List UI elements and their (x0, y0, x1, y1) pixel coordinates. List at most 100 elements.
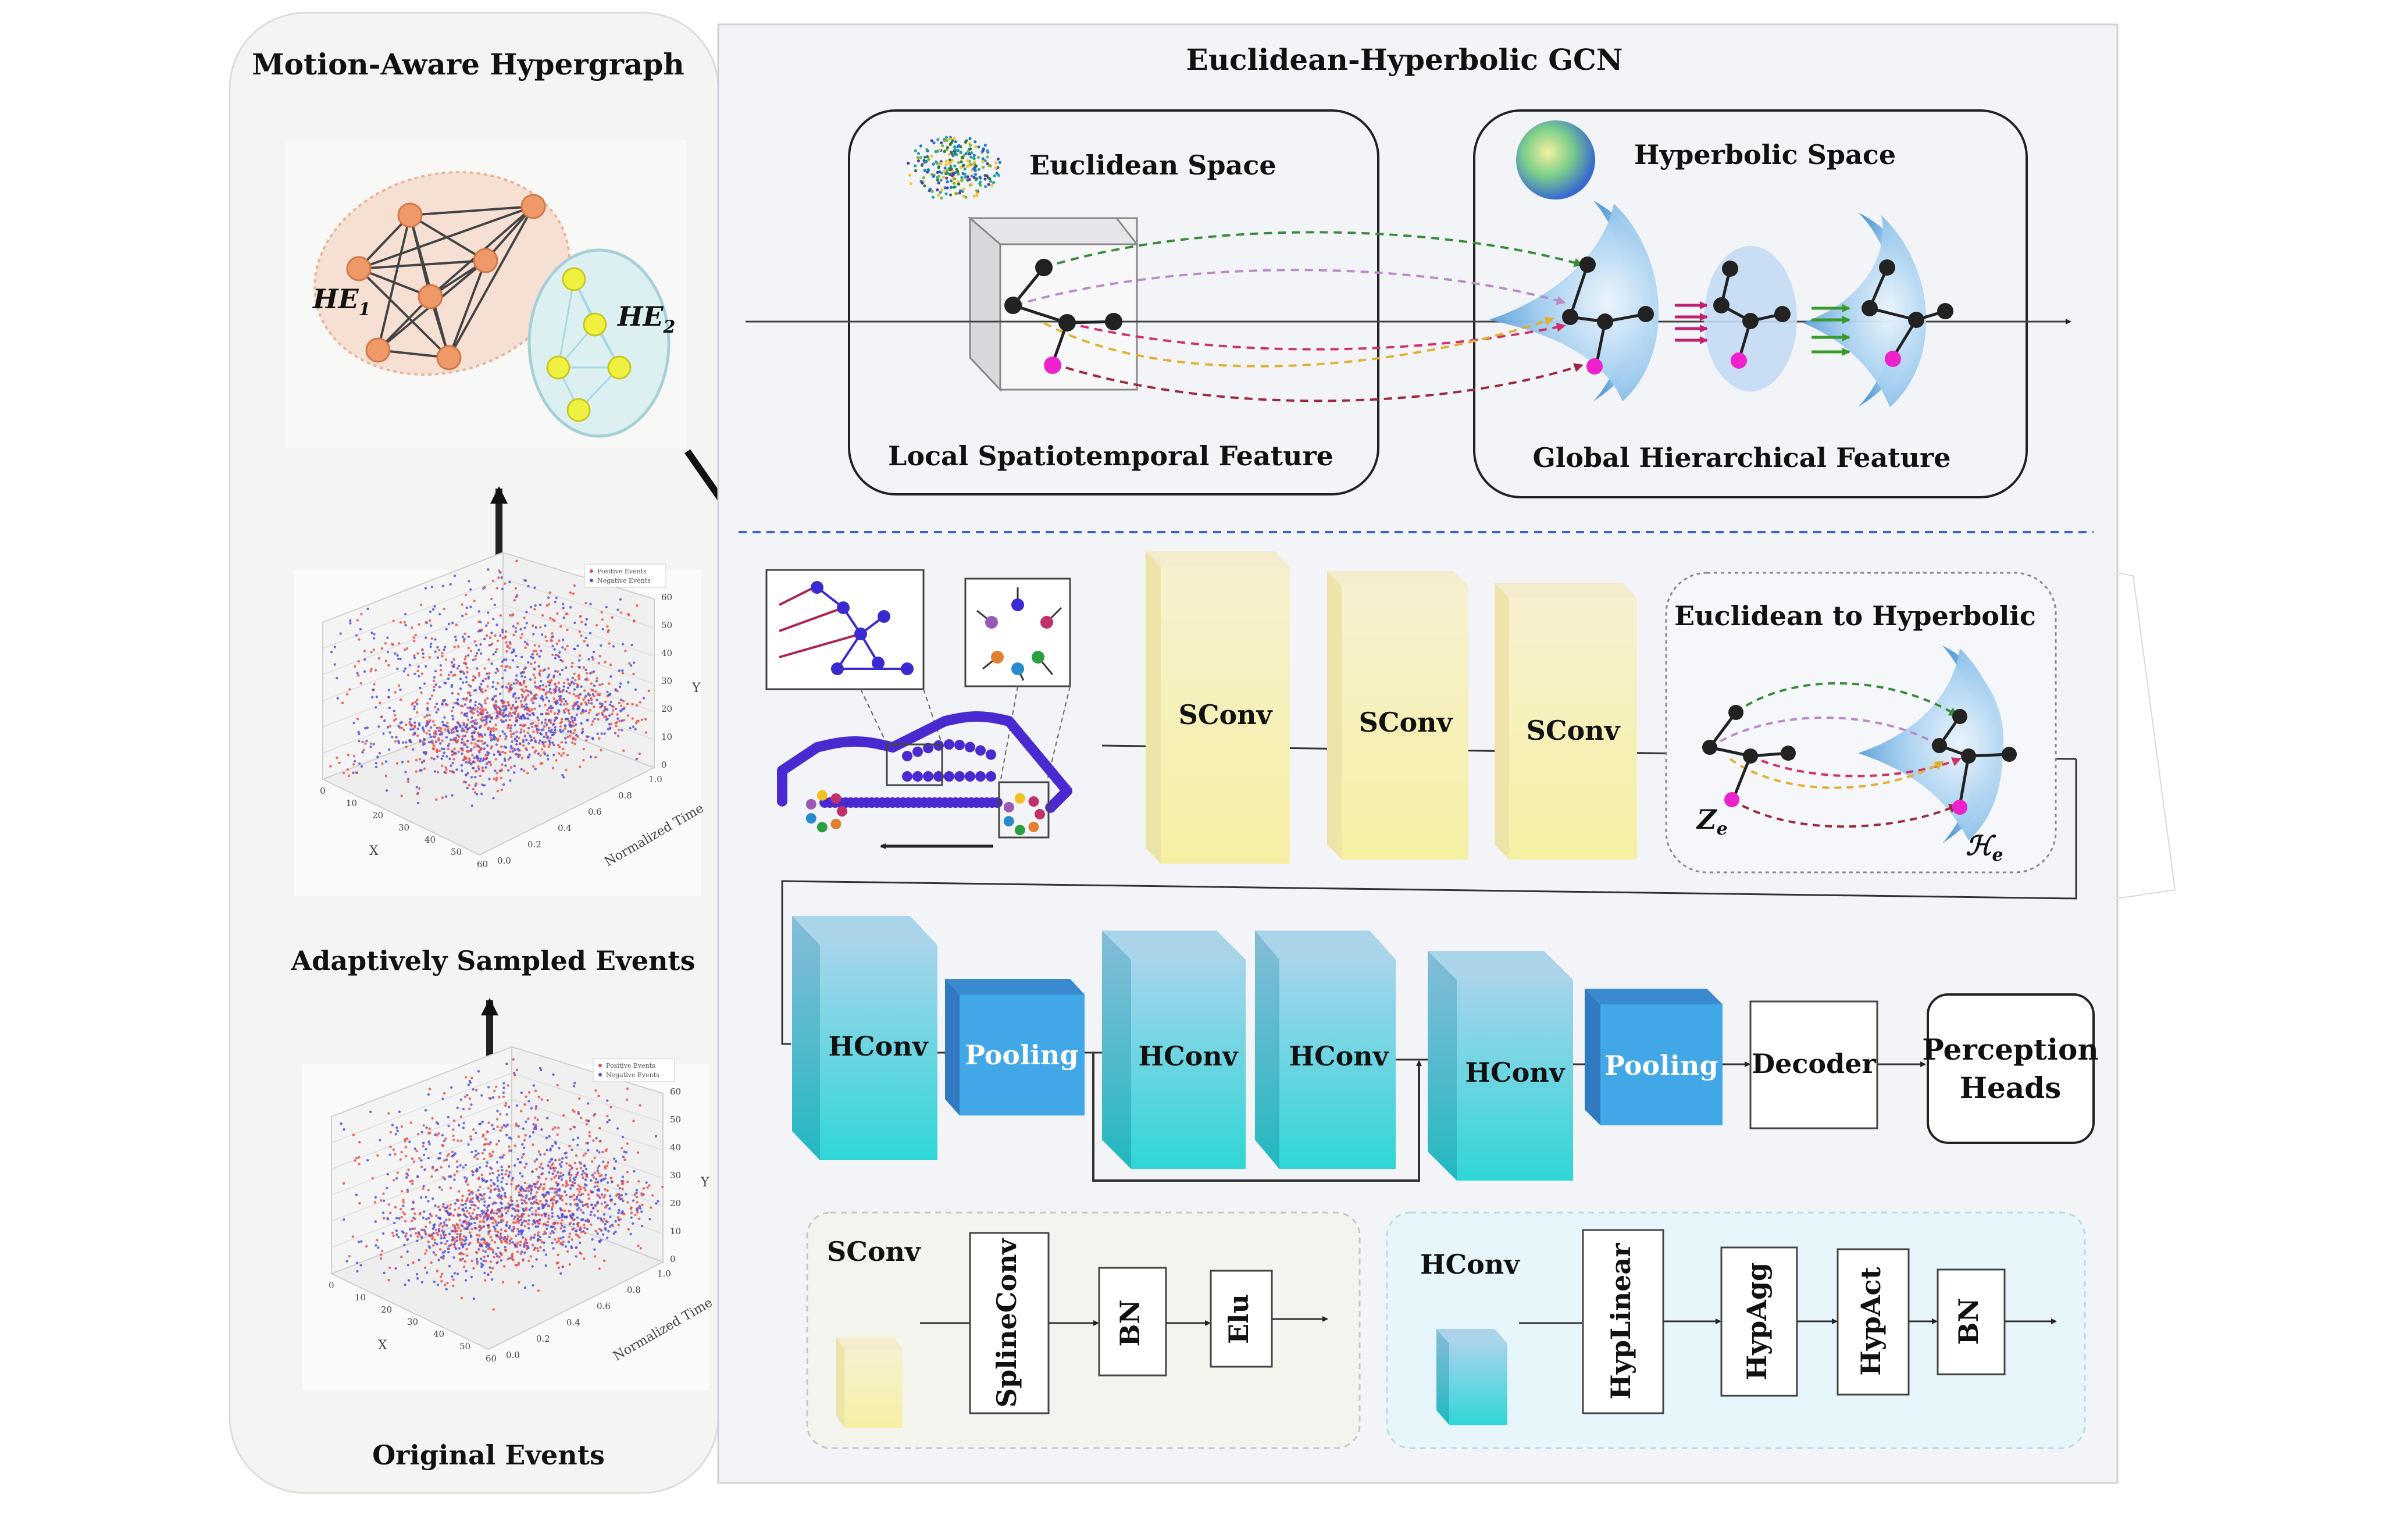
pooling-block-1 (945, 979, 1085, 1115)
sconv-label-1: SConv (1179, 699, 1273, 730)
perception-heads-line1: Perception (1922, 1032, 2098, 1067)
svg-text:10: 10 (661, 732, 672, 742)
svg-text:1.0: 1.0 (657, 1268, 671, 1279)
perception-heads-box (1927, 993, 2095, 1144)
svg-text:0: 0 (329, 1280, 334, 1291)
original-events-label: Original Events (372, 1439, 605, 1471)
gcn-panel-title: Euclidean-Hyperbolic GCN (1186, 42, 1623, 77)
skip-connection (1092, 1053, 1422, 1182)
svg-text:40: 40 (661, 648, 672, 658)
svg-text:Positive Events: Positive Events (597, 568, 647, 575)
decoder-box (1749, 1000, 1878, 1129)
hconv-label-4: HConv (1465, 1057, 1566, 1088)
sconv-block-3 (1495, 583, 1637, 860)
hconv-label-3: HConv (1289, 1040, 1389, 1072)
svg-text:X: X (378, 1338, 387, 1353)
svg-text:0.6: 0.6 (597, 1301, 611, 1311)
euclidean-space-label: Euclidean Space (1029, 149, 1276, 181)
embedding-arcs (1014, 231, 1584, 402)
svg-text:40: 40 (670, 1142, 681, 1153)
svg-text:10: 10 (346, 798, 357, 808)
transform-arrows-magenta (1675, 301, 1708, 344)
inset-graph-1 (765, 569, 925, 690)
sconv-label-2: SConv (1359, 707, 1453, 738)
euclidean-scatter-icon (907, 136, 1001, 200)
hyplinear-label: HypLinear (1605, 1243, 1636, 1400)
left-panel-title: Motion-Aware Hypergraph (252, 47, 684, 81)
svg-text:30: 30 (407, 1317, 418, 1327)
hconv-block-3 (1255, 931, 1396, 1169)
pooling-label-1: Pooling (965, 1039, 1078, 1071)
sampled-events-label: Adaptively Sampled Events (290, 945, 695, 976)
local-feature-label: Local Spatiotemporal Feature (888, 440, 1333, 472)
svg-text:50: 50 (661, 620, 672, 630)
hyperedge-2-label: HE2 (616, 301, 675, 337)
svg-text:0.6: 0.6 (588, 807, 602, 817)
bn-box-sconv (1098, 1267, 1167, 1377)
hconv-block-2 (1102, 931, 1246, 1169)
svg-text:0.0: 0.0 (506, 1350, 520, 1360)
hconv-label-1: HConv (829, 1031, 929, 1062)
svg-text:30: 30 (670, 1170, 681, 1181)
hyperbolic-ball-icon (1516, 120, 1595, 199)
svg-text:0: 0 (320, 786, 326, 796)
svg-text:0.8: 0.8 (618, 790, 632, 801)
svg-text:60: 60 (661, 592, 672, 603)
svg-text:Y: Y (700, 1175, 709, 1190)
hconv-label-2: HConv (1139, 1040, 1239, 1072)
svg-text:50: 50 (459, 1341, 470, 1352)
z-e-label: Ze (1696, 804, 1728, 839)
svg-text:10: 10 (355, 1292, 366, 1303)
svg-text:60: 60 (477, 859, 488, 869)
e2h-hyperbolic-shape (1858, 646, 2003, 843)
svg-text:20: 20 (381, 1304, 392, 1315)
euclidean-space-box (848, 109, 1379, 495)
svg-text:10: 10 (670, 1226, 681, 1236)
svg-text:20: 20 (670, 1198, 681, 1209)
hconv-block-1 (792, 916, 937, 1160)
svg-text:X: X (369, 844, 379, 858)
bn-label-hconv: BN (1953, 1298, 1984, 1345)
hypact-box (1837, 1248, 1910, 1396)
sconv-block-1 (1146, 551, 1290, 864)
svg-text:0.4: 0.4 (558, 823, 572, 833)
hyperedge-1-ellipse (313, 171, 570, 376)
pooling-block-2 (1585, 989, 1723, 1125)
svg-text:0.2: 0.2 (536, 1334, 550, 1344)
hconv-legend-cube (1436, 1329, 1507, 1425)
svg-text:1.0: 1.0 (648, 774, 662, 785)
hconv-block-4 (1428, 951, 1573, 1181)
decoder-label: Decoder (1752, 1048, 1876, 1079)
svg-text:0.4: 0.4 (566, 1317, 580, 1328)
sconv-legend-title: SConv (827, 1236, 921, 1267)
hyperedge-1-label: HE1 (312, 283, 370, 320)
sconv-block-2 (1327, 571, 1468, 860)
svg-text:40: 40 (433, 1329, 444, 1339)
hyperedge-2-ellipse (527, 248, 671, 438)
hypergraph: HE1 HE2 (285, 140, 686, 448)
e2h-title: Euclidean to Hyperbolic (1674, 600, 2036, 632)
svg-text:Y: Y (691, 681, 701, 696)
svg-text:20: 20 (372, 810, 383, 821)
svg-text:30: 30 (661, 676, 672, 686)
pooling-label-2: Pooling (1604, 1050, 1718, 1081)
h-e-label: ℋe (1966, 830, 2003, 865)
svg-text:20: 20 (661, 704, 672, 714)
elu-box (1210, 1270, 1273, 1368)
svg-text:0.8: 0.8 (627, 1285, 641, 1295)
svg-text:50: 50 (451, 847, 462, 857)
svg-text:50: 50 (670, 1114, 681, 1125)
euclidean-cube (967, 216, 1139, 392)
svg-text:Negative Events: Negative Events (606, 1071, 659, 1079)
hyperbolic-space-box (1473, 109, 2028, 498)
splineconv-label: SplineConv (991, 1238, 1022, 1407)
bn-box-hconv (1937, 1268, 2006, 1375)
hypagg-label: HypAgg (1741, 1263, 1773, 1380)
hconv-legend-title: HConv (1420, 1249, 1520, 1280)
perception-heads-line2: Heads (1960, 1071, 2062, 1105)
svg-text:Negative Events: Negative Events (597, 577, 651, 584)
svg-text:Positive Events: Positive Events (606, 1062, 655, 1070)
